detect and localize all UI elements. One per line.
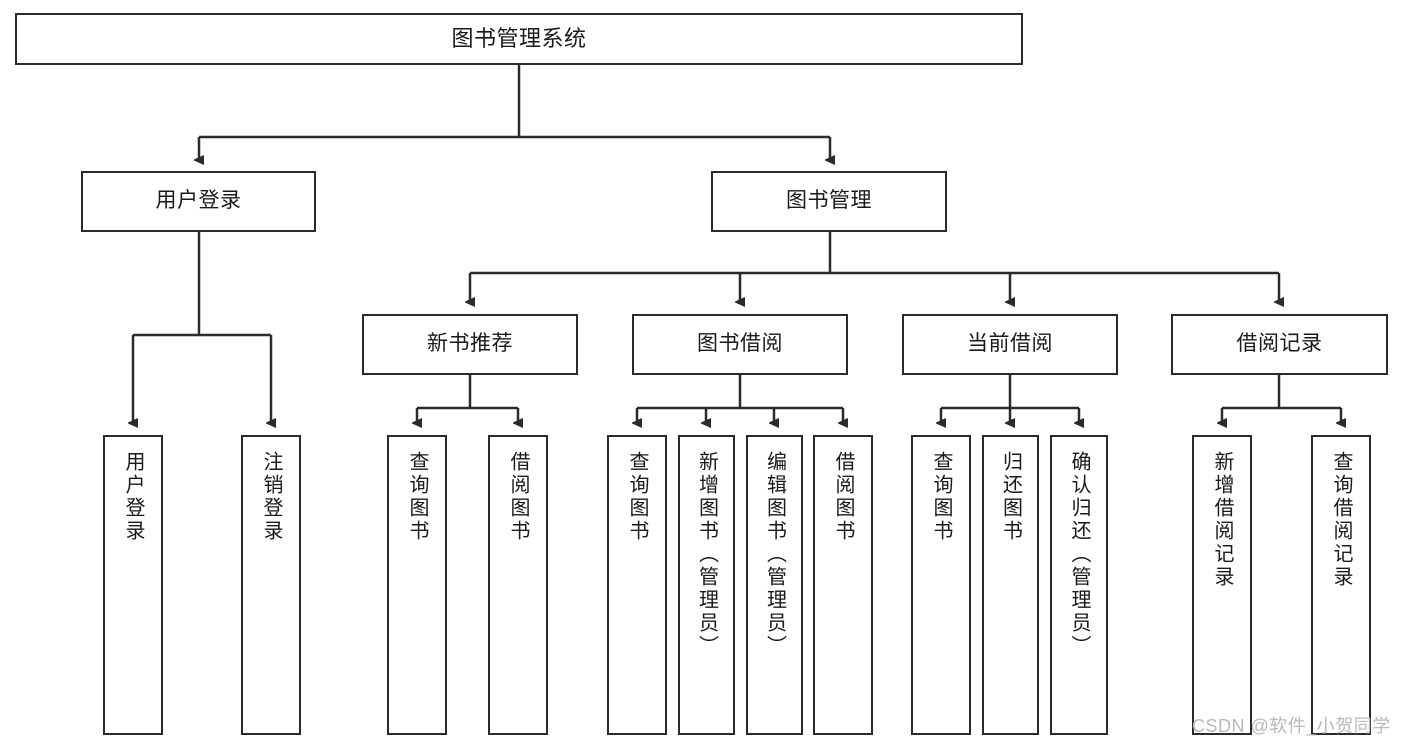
leaf-current-confirm-return-admin[interactable]: 确认归还（管理员） [1050,435,1108,735]
node-label: 确认归还（管理员） [1068,451,1090,658]
node-label: 用户登录 [122,451,144,543]
node-label: 图书管理 [786,189,872,213]
node-label: 图书管理系统 [451,26,587,52]
leaf-record-add-record[interactable]: 新增借阅记录 [1192,435,1252,735]
node-label: 新增借阅记录 [1211,451,1233,589]
node-label: 图书借阅 [697,332,783,356]
node-label: 当前借阅 [967,332,1053,356]
csdn-watermark: CSDN @软件_小贺同学 [1192,716,1391,736]
node-book-borrow[interactable]: 图书借阅 [632,314,848,375]
node-label: 用户登录 [155,189,242,213]
node-book-management[interactable]: 图书管理 [711,171,947,232]
node-label: 借阅图书 [832,451,854,543]
node-user-login[interactable]: 用户登录 [81,171,316,232]
node-label: 查询借阅记录 [1330,451,1352,589]
node-label: 归还图书 [999,451,1022,543]
node-root-system[interactable]: 图书管理系统 [15,13,1023,65]
leaf-borrow-query-book[interactable]: 查询图书 [607,435,667,735]
leaf-current-return-book[interactable]: 归还图书 [982,435,1039,735]
leaf-borrow-edit-book-admin[interactable]: 编辑图书（管理员） [746,435,803,735]
node-new-book-recommend[interactable]: 新书推荐 [362,314,578,375]
node-label: 新增图书（管理员） [695,451,718,658]
node-current-borrow[interactable]: 当前借阅 [902,314,1118,375]
node-label: 编辑图书（管理员） [763,451,786,658]
node-label: 借阅图书 [507,451,529,543]
node-borrow-record[interactable]: 借阅记录 [1171,314,1388,375]
node-label: 注销登录 [260,451,282,543]
leaf-user-logout[interactable]: 注销登录 [241,435,301,735]
node-label: 新书推荐 [427,332,513,356]
node-label: 查询图书 [626,451,648,543]
leaf-user-login[interactable]: 用户登录 [103,435,163,735]
leaf-borrow-add-book-admin[interactable]: 新增图书（管理员） [678,435,735,735]
node-label: 查询图书 [406,451,428,543]
leaf-record-query-record[interactable]: 查询借阅记录 [1311,435,1371,735]
leaf-recommend-query-book[interactable]: 查询图书 [387,435,447,735]
leaf-current-query-book[interactable]: 查询图书 [911,435,971,735]
leaf-borrow-borrow-book[interactable]: 借阅图书 [813,435,873,735]
leaf-recommend-borrow-book[interactable]: 借阅图书 [488,435,548,735]
node-label: 查询图书 [930,451,952,543]
node-label: 借阅记录 [1236,332,1323,356]
